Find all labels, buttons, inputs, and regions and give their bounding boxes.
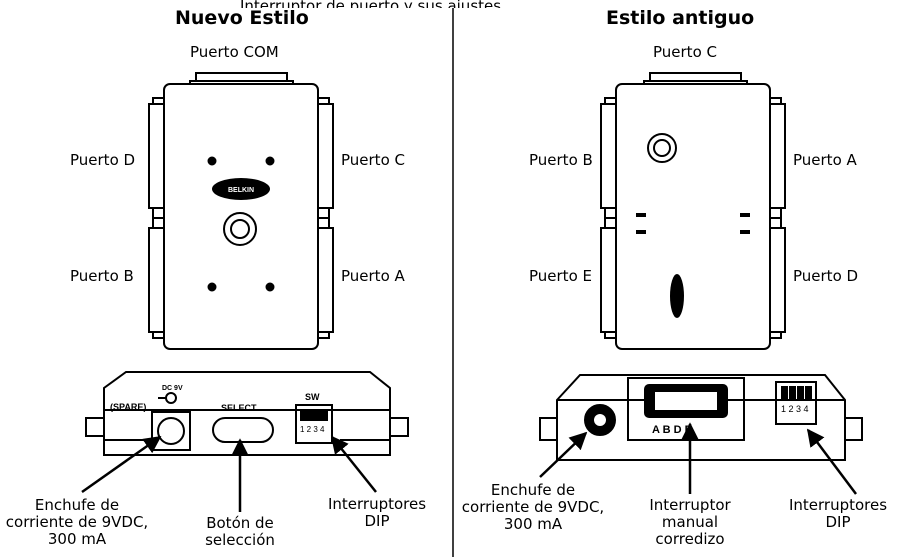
old-port-c-label: Puerto C [653, 43, 717, 61]
old-slider-frame [627, 377, 745, 441]
old-port-e-label: Puerto E [529, 267, 592, 285]
old-style-title: Estilo antiguo [606, 7, 755, 29]
new-dip-callout: Interruptores DIP [327, 495, 427, 530]
old-power-arrow [539, 431, 588, 478]
new-port-a-label: Puerto A [341, 267, 405, 285]
new-power-callout: Enchufe de corriente de 9VDC, 300 mA [5, 496, 149, 548]
new-dip-switch [295, 404, 333, 444]
old-port-d-label: Puerto D [793, 267, 859, 285]
new-sw-label: SW [305, 392, 320, 402]
new-belkin-logo [212, 178, 270, 200]
old-dip-numbers: 1 2 3 4 [781, 404, 809, 414]
new-port-d-label: Puerto D [70, 151, 136, 169]
new-select-callout: Botón de selección [205, 514, 275, 549]
old-port-a-label: Puerto A [793, 151, 857, 169]
new-led-dot [265, 282, 275, 292]
old-select-button-top [647, 133, 677, 163]
new-power-arrow [81, 435, 162, 494]
new-dip-numbers: 1 2 3 4 [300, 425, 325, 434]
new-led-dot [207, 282, 217, 292]
new-port-com-label: Puerto COM [190, 43, 279, 61]
old-style-top-view [600, 72, 786, 350]
new-led-dot [265, 156, 275, 166]
old-belkin-logo [670, 274, 684, 318]
old-right-connectors [769, 97, 786, 339]
new-port-c-label: Puerto C [341, 151, 405, 169]
old-power-callout: Enchufe de corriente de 9VDC, 300 mA [461, 481, 605, 533]
new-dc-label: DC 9V [162, 385, 183, 392]
new-style-top-view [148, 72, 334, 350]
new-select-print-label: SELECT [221, 403, 257, 413]
new-left-connectors [148, 97, 165, 339]
old-dip-switch [775, 381, 817, 425]
old-slider-callout: Interruptor manual corredizo [649, 496, 731, 548]
old-dip-callout: Interruptores DIP [788, 496, 888, 531]
new-power-jack [151, 411, 191, 451]
old-left-connectors [600, 97, 617, 339]
new-port-b-label: Puerto B [70, 267, 134, 285]
old-port-b-label: Puerto B [529, 151, 593, 169]
new-switch-body [163, 83, 319, 350]
new-dip-arrow [330, 435, 377, 493]
new-spare-label: (SPARE) [110, 402, 146, 412]
new-style-side-view [85, 371, 409, 456]
new-select-button-top [223, 212, 257, 246]
new-right-connectors [317, 97, 334, 339]
old-dip-arrow [806, 428, 857, 495]
new-style-title: Nuevo Estilo [175, 7, 309, 29]
old-style-side-view [539, 374, 863, 461]
cut-off-header: Interruptor de puerto y sus ajustes [240, 0, 600, 8]
new-logo-text: BELKIN [228, 187, 254, 194]
new-led-dot [207, 156, 217, 166]
old-slider-letters: A B D E [652, 424, 692, 436]
new-side-body [103, 371, 391, 456]
